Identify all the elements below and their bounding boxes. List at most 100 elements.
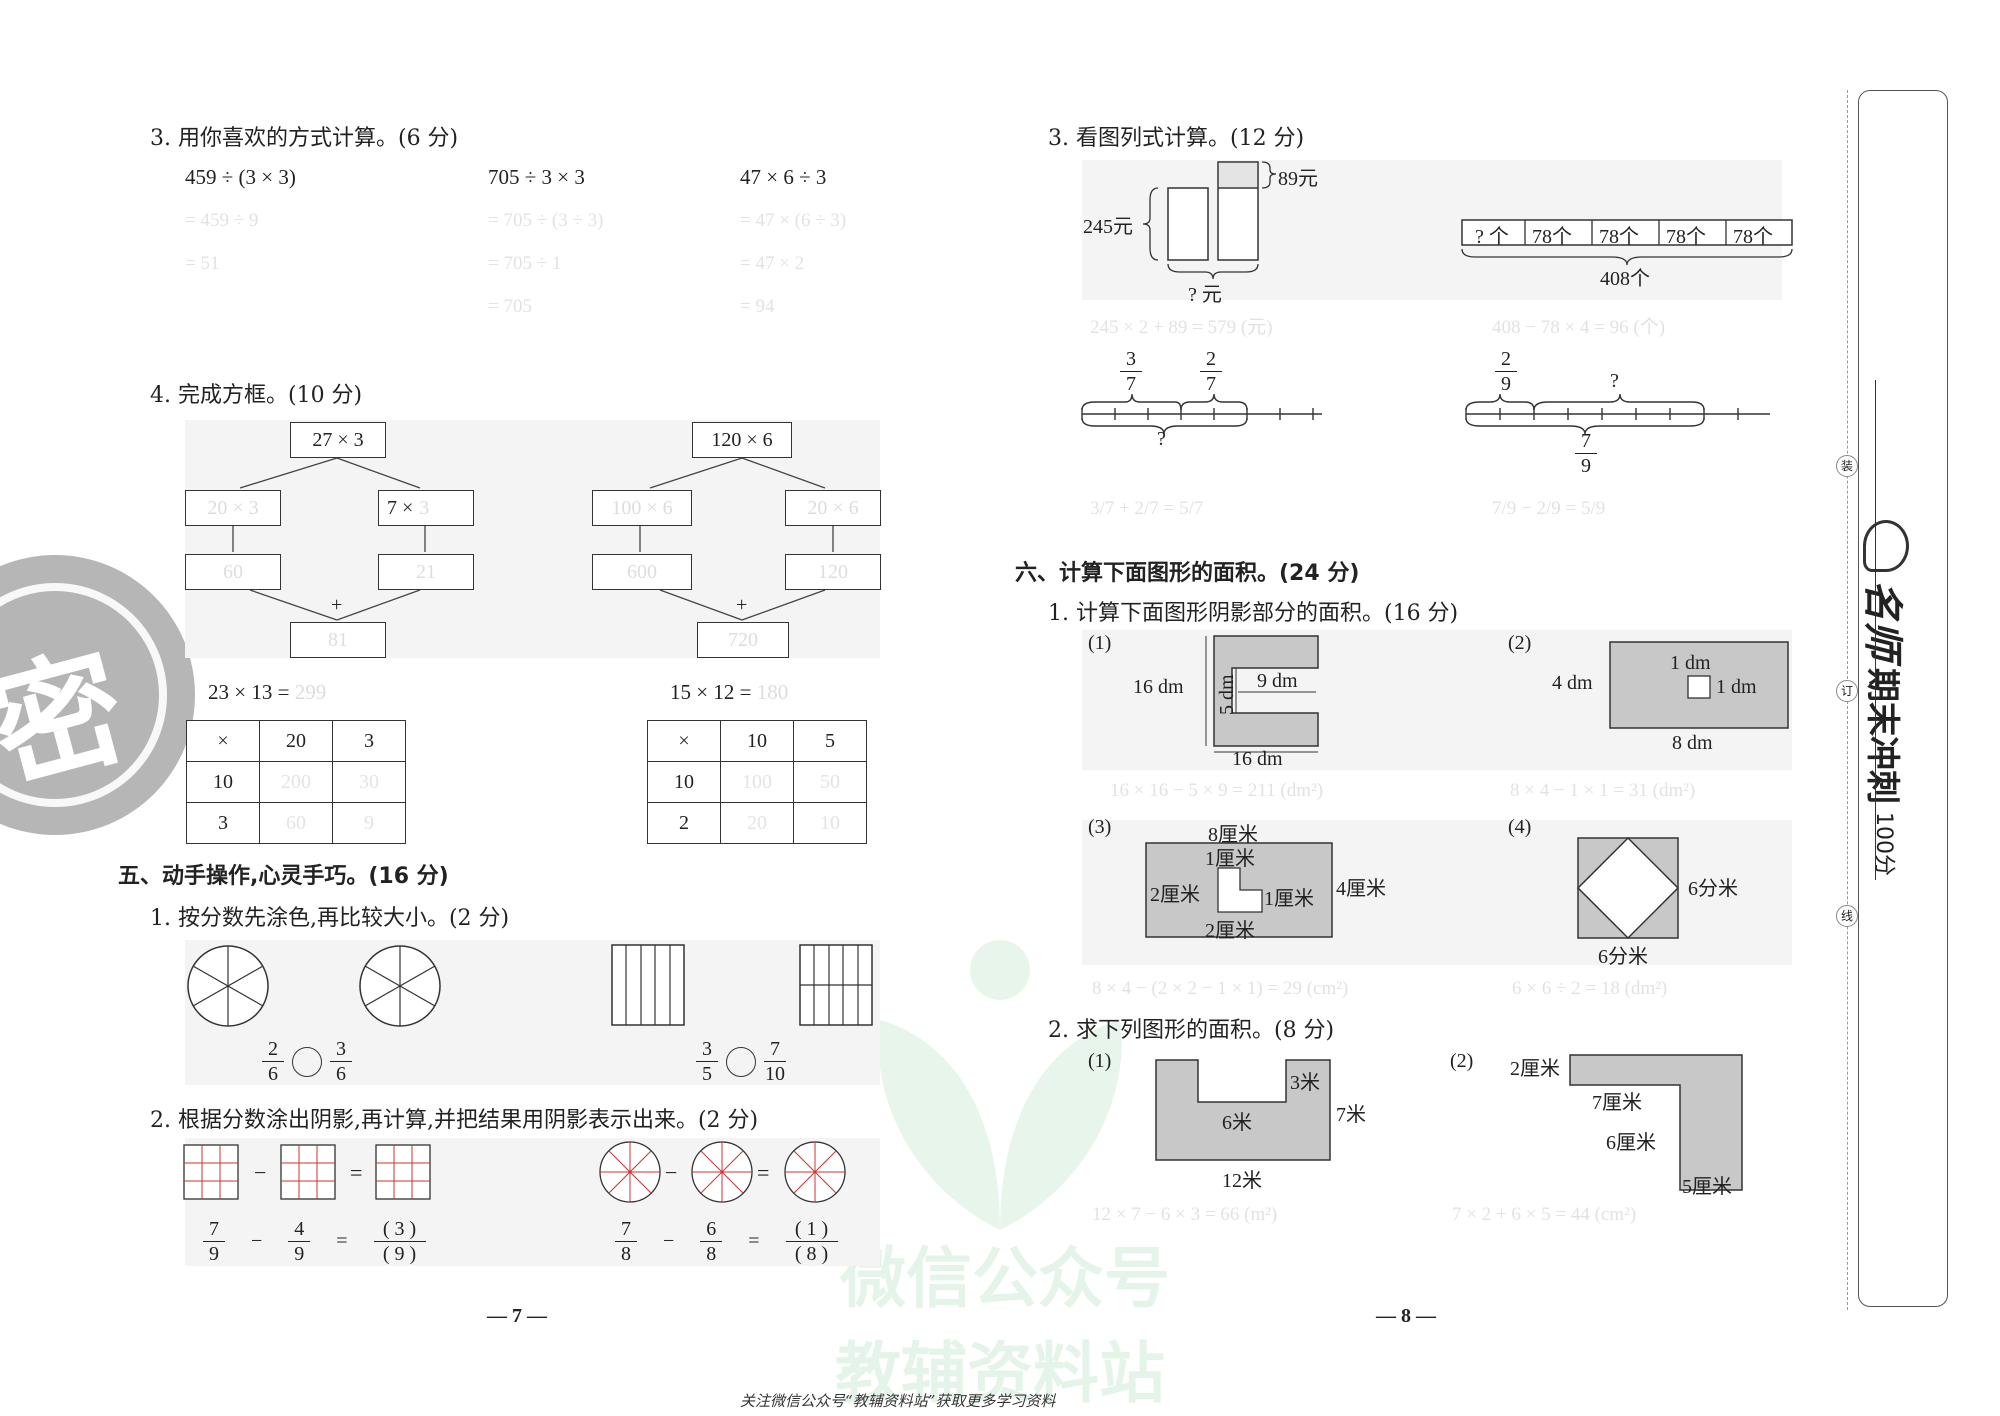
q2-fig2-answer: 7 × 2 + 6 × 5 = 44 (cm²) [1452,1204,1637,1225]
fig3-h: 4厘米 [1336,878,1386,900]
q2-fig2-b: 7厘米 [1592,1092,1642,1114]
fig2-no: (2) [1508,632,1532,654]
d1-extra: 89元 [1278,168,1318,190]
left-q3-expr-3: 47 × 6 ÷ 3 [740,165,827,189]
tree1-left-box[interactable]: 20 × 3 [185,490,281,526]
q2-fig2-d: 5厘米 [1682,1176,1732,1198]
sec5-q2-title: 2. 根据分数涂出阴影,再计算,并把结果用阴影表示出来。(2 分) [150,1108,759,1133]
fig1-inner-w: 9 dm [1257,670,1298,692]
q2-fig1-no: (1) [1088,1050,1112,1072]
page-number-8: — 8 — [1376,1305,1436,1327]
tree1-bottom-box[interactable]: 81 [290,622,386,658]
q2-fig1-inner: 6米 [1222,1112,1252,1134]
fig2-answer: 8 × 4 − 1 × 1 = 31 (dm²) [1510,780,1696,801]
fig4-bottom: 6分米 [1598,946,1648,968]
binding-mark: 线 [1836,905,1858,927]
q2-fig2-a: 2厘米 [1510,1058,1560,1080]
section6-title: 六、计算下面图形的面积。(24 分) [1015,561,1360,586]
d4-question-top: ? [1610,370,1619,392]
tree1-mid-left-box[interactable]: 60 [185,554,281,590]
footer-note: 关注微信公众号“教辅资料站”获取更多学习资料 [740,1392,1056,1410]
q2-fig1-h: 7米 [1336,1104,1366,1126]
d1-question: ? 元 [1188,284,1222,306]
left-q3-expr-1: 459 ÷ (3 × 3) [185,165,296,189]
q2-fig2-c: 6厘米 [1606,1132,1656,1154]
left-q3-answer: = 94 [740,296,775,317]
sec6-q1-title: 1. 计算下面图形阴影部分的面积。(16 分) [1048,601,1459,626]
right-q3-answer: 7/9 − 2/9 = 5/9 [1492,498,1606,519]
tree2-top-box: 120 × 6 [692,422,792,458]
left-q3-title: 3. 用你喜欢的方式计算。(6 分) [150,126,459,151]
d2-cell: 78个 [1532,226,1572,248]
binding-mark: 装 [1836,455,1858,477]
fig4-no: (4) [1508,816,1532,838]
d2-cell: 78个 [1666,226,1706,248]
tree2-right-box[interactable]: 20 × 6 [785,490,881,526]
fig4-side: 6分米 [1688,878,1738,900]
sec6-q2-title: 2. 求下列图形的面积。(8 分) [1048,1018,1335,1043]
tree2-plus: + [736,594,748,616]
area-figures [1145,635,1789,1191]
right-q3-answer: 408 − 78 × 4 = 96 (个) [1492,317,1666,338]
d1-total: 245元 [1083,216,1133,238]
svg-text:=: = [350,1160,362,1185]
tree1-top-box: 27 × 3 [290,422,386,458]
sidebar-arrow [1875,380,1876,880]
bar-diagrams [1142,161,1793,280]
svg-text:−: − [254,1160,266,1185]
watermark-text-2: 教辅资料站 [835,1335,1165,1412]
stamp-seal: 密 [0,545,205,845]
tree2-bottom-box[interactable]: 720 [697,622,789,658]
fig3-b: 2厘米 [1150,884,1200,906]
q4-connectors [232,457,834,621]
sidebar-brand: 名师 期末冲刺 100分 [1857,520,1915,876]
left-q3-answer: = 705 ÷ (3 ÷ 3) [488,210,604,231]
fig4-answer: 6 × 6 ÷ 2 = 18 (dm²) [1512,978,1668,999]
right-q3-answer: 245 × 2 + 89 = 579 (元) [1090,317,1273,338]
compare-circle-2[interactable] [726,1046,756,1077]
section5-title: 五、动手操作,心灵手巧。(16 分) [118,864,449,889]
d2-cell: 78个 [1733,226,1773,248]
svg-text:=: = [757,1160,769,1185]
left-q3-answer: = 47 × 2 [740,253,805,274]
eq2-expr: 15 × 12 = 180 [670,680,789,704]
fig3-answer: 8 × 4 − (2 × 2 − 1 × 1) = 29 (cm²) [1092,978,1349,999]
tree2-left-box[interactable]: 100 × 6 [592,490,692,526]
binding-mark: 订 [1836,680,1858,702]
compare-circle-1[interactable] [292,1046,322,1077]
fig3-c: 1厘米 [1264,888,1314,910]
left-q3-answer: = 705 ÷ 1 [488,253,562,274]
d2-total: 408个 [1600,268,1650,290]
left-q3-answer: = 705 [488,296,532,317]
tree2-mid-left-box[interactable]: 600 [592,554,692,590]
q2-fig1-answer: 12 × 7 − 6 × 3 = 66 (m²) [1092,1204,1278,1225]
tree2-mid-right-box[interactable]: 120 [785,554,881,590]
brand-logo-icon [1863,520,1909,572]
tree1-right-box[interactable]: 7 ×3 [378,490,474,526]
fig2-w: 8 dm [1672,732,1713,754]
q2-fig1-notch: 3米 [1290,1072,1320,1094]
fig2-sq-side: 1 dm [1716,676,1757,698]
tree1-mid-right-box[interactable]: 21 [378,554,474,590]
right-q3-answer: 3/7 + 2/7 = 5/7 [1090,498,1204,519]
fig1-w: 16 dm [1232,748,1283,770]
grid-shapes: −= −= [183,1141,846,1203]
fraction-shapes [187,944,873,1027]
fig2-sq-top: 1 dm [1670,652,1711,674]
fig1-inner-h: 5 dm [1216,674,1238,715]
left-q4-title: 4. 完成方框。(10 分) [150,383,363,408]
page-number-7: — 7 — [487,1305,547,1327]
fig1-no: (1) [1088,632,1112,654]
fig3-a: 1厘米 [1205,848,1255,870]
eq1-expr: 23 × 13 = 299 [208,680,327,704]
left-q3-answer: = 47 × (6 ÷ 3) [740,210,847,231]
sec5-q1-title: 1. 按分数先涂色,再比较大小。(2 分) [150,906,510,931]
